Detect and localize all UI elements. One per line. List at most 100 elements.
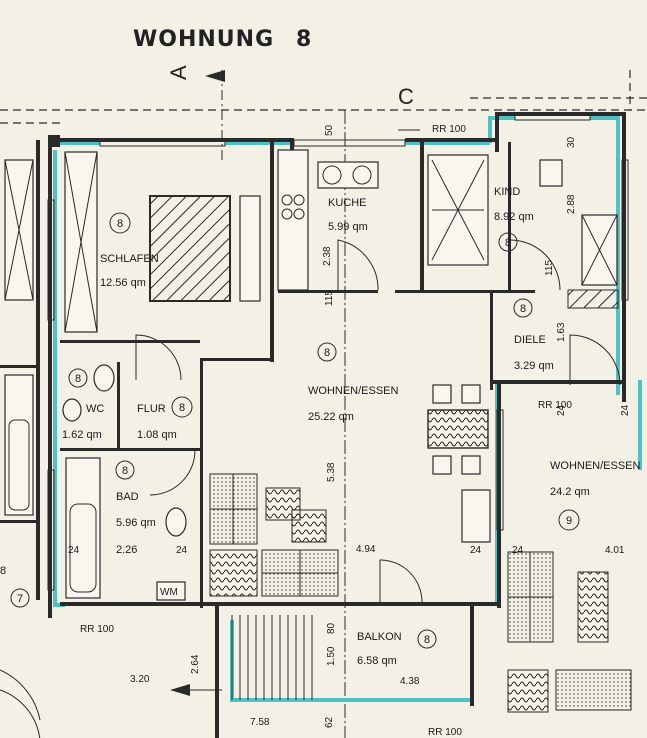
- dim-label: RR 100: [80, 624, 114, 635]
- dimension-labels: 50 30 2.88 2.38 115 115 1.63 5.38 4.94 4…: [68, 124, 631, 738]
- entrance-door-swing: [569, 334, 621, 386]
- dim-label: 24: [176, 545, 188, 556]
- dim-label: 30: [566, 136, 577, 148]
- room-name: BAD: [116, 491, 139, 503]
- room-unit-badge: 8: [122, 465, 128, 477]
- door-swing: [337, 239, 379, 291]
- dim-label: 2.38: [322, 246, 333, 266]
- sink: [317, 161, 379, 189]
- room-wohnen-essen: 8 WOHNEN/ESSEN 25.22 qm: [209, 342, 491, 603]
- desk-chair: [539, 159, 563, 187]
- dim-label: 2.64: [190, 654, 201, 674]
- room-kind: KIND 8.92 qm 8: [427, 154, 618, 291]
- dim-label: 24: [556, 404, 567, 416]
- room-balkon: BALKON 8 6.58 qm 4.38: [231, 615, 437, 700]
- room-bad: 8 BAD 5.96 qm 2.26 WM: [65, 457, 187, 601]
- cabinet: [461, 489, 491, 543]
- room-name: FLUR: [137, 403, 166, 415]
- title-text: WOHNUNG: [133, 27, 274, 52]
- sofa: [555, 669, 632, 711]
- room-area: 3.29 qm: [514, 360, 554, 372]
- room-unit-badge: 8: [424, 634, 430, 646]
- dim-label: 5.38: [326, 462, 337, 482]
- dim-label: 115: [324, 290, 335, 306]
- section-marker-a: A: [166, 65, 225, 160]
- chair: [461, 455, 481, 475]
- door-swing: [135, 334, 182, 381]
- room-unit-badge: 8: [0, 565, 6, 577]
- walls: [0, 112, 626, 738]
- dim-label: 1.63: [556, 322, 567, 342]
- dim-label: 4.94: [356, 544, 376, 555]
- section-marker-c: C: [398, 84, 420, 131]
- sink: [165, 507, 187, 537]
- room-unit-badge: 9: [566, 515, 572, 527]
- dim-label: 4.01: [605, 545, 625, 556]
- arrow-icon: [170, 684, 190, 696]
- kitchen-counter: [277, 149, 309, 291]
- room-area: 1.62 qm: [62, 429, 102, 441]
- door-swing: [149, 449, 196, 496]
- dim-label: 24: [512, 545, 524, 556]
- bed: [149, 195, 231, 302]
- dim-label: 62: [324, 716, 335, 728]
- sofa-end: [507, 669, 549, 713]
- dim-label: 24: [620, 404, 631, 416]
- toilet: [93, 364, 115, 392]
- room-area: 5.99 qm: [328, 221, 368, 233]
- room-dimension: 4.38: [400, 676, 420, 687]
- dim-label: RR 100: [538, 400, 572, 411]
- room-wohnen-essen-9: WOHNEN/ESSEN 24.2 qm 9: [507, 460, 641, 713]
- room-area: 1.08 qm: [137, 429, 177, 441]
- room-unit-badge: 8: [520, 303, 526, 315]
- chair: [432, 455, 452, 475]
- room-unit-badge: 7: [17, 593, 23, 605]
- dim-label: 24: [68, 545, 80, 556]
- room-diele: 8 DIELE 3.29 qm: [513, 289, 621, 386]
- windows: [47, 113, 629, 591]
- bathtub: [65, 457, 101, 599]
- room-wc: 8 WC 1.62 qm: [62, 364, 115, 441]
- room-dimension: 2.26: [116, 544, 137, 556]
- room-name: SCHLAFEN: [100, 253, 159, 265]
- balcony-door-swing: [379, 559, 423, 603]
- room-flur: FLUR 8 1.08 qm: [135, 334, 196, 496]
- dim-label: 80: [326, 622, 337, 634]
- room-name: BALKON: [357, 631, 402, 643]
- room-unit-badge: 8: [117, 218, 123, 230]
- room-name: WC: [86, 403, 104, 415]
- room-schlafen: 8 SCHLAFEN 12.56 qm: [64, 151, 261, 333]
- sofa-end: [209, 549, 258, 597]
- dim-label: RR 100: [432, 124, 466, 135]
- room-area: 6.58 qm: [357, 655, 397, 667]
- dim-label: 24: [470, 545, 482, 556]
- room-area: 5.96 qm: [116, 517, 156, 529]
- room-name: WOHNEN/ESSEN: [550, 460, 641, 472]
- wm-label: WM: [160, 587, 178, 598]
- dim-label: 2.88: [566, 194, 577, 214]
- room-area: 12.56 qm: [100, 277, 146, 289]
- coffee-table: [577, 571, 609, 643]
- balcony-railing: [231, 615, 313, 700]
- section-a-label: A: [166, 65, 191, 80]
- section-c-label: C: [398, 84, 414, 109]
- arrow-icon: [205, 70, 225, 82]
- room-area: 24.2 qm: [550, 486, 590, 498]
- room-name: KUCHE: [328, 197, 367, 209]
- coat-rack: [567, 289, 619, 309]
- room-name: KIND: [494, 186, 520, 198]
- room-area: 25.22 qm: [308, 411, 354, 423]
- dim-label: 3.20: [130, 674, 150, 685]
- dim-label: 115: [544, 260, 555, 276]
- chair: [461, 384, 481, 404]
- dim-label: 50: [324, 124, 335, 136]
- wash-basin: [62, 398, 82, 422]
- washing-machine: [156, 581, 186, 601]
- dining-table: [427, 409, 489, 449]
- room-area: 8.92 qm: [494, 211, 534, 223]
- room-unit-badge: 8: [179, 402, 185, 414]
- dim-label: RR 100: [428, 727, 462, 738]
- dim-label: 7.58: [250, 717, 270, 728]
- room-name: WOHNEN/ESSEN: [308, 385, 399, 397]
